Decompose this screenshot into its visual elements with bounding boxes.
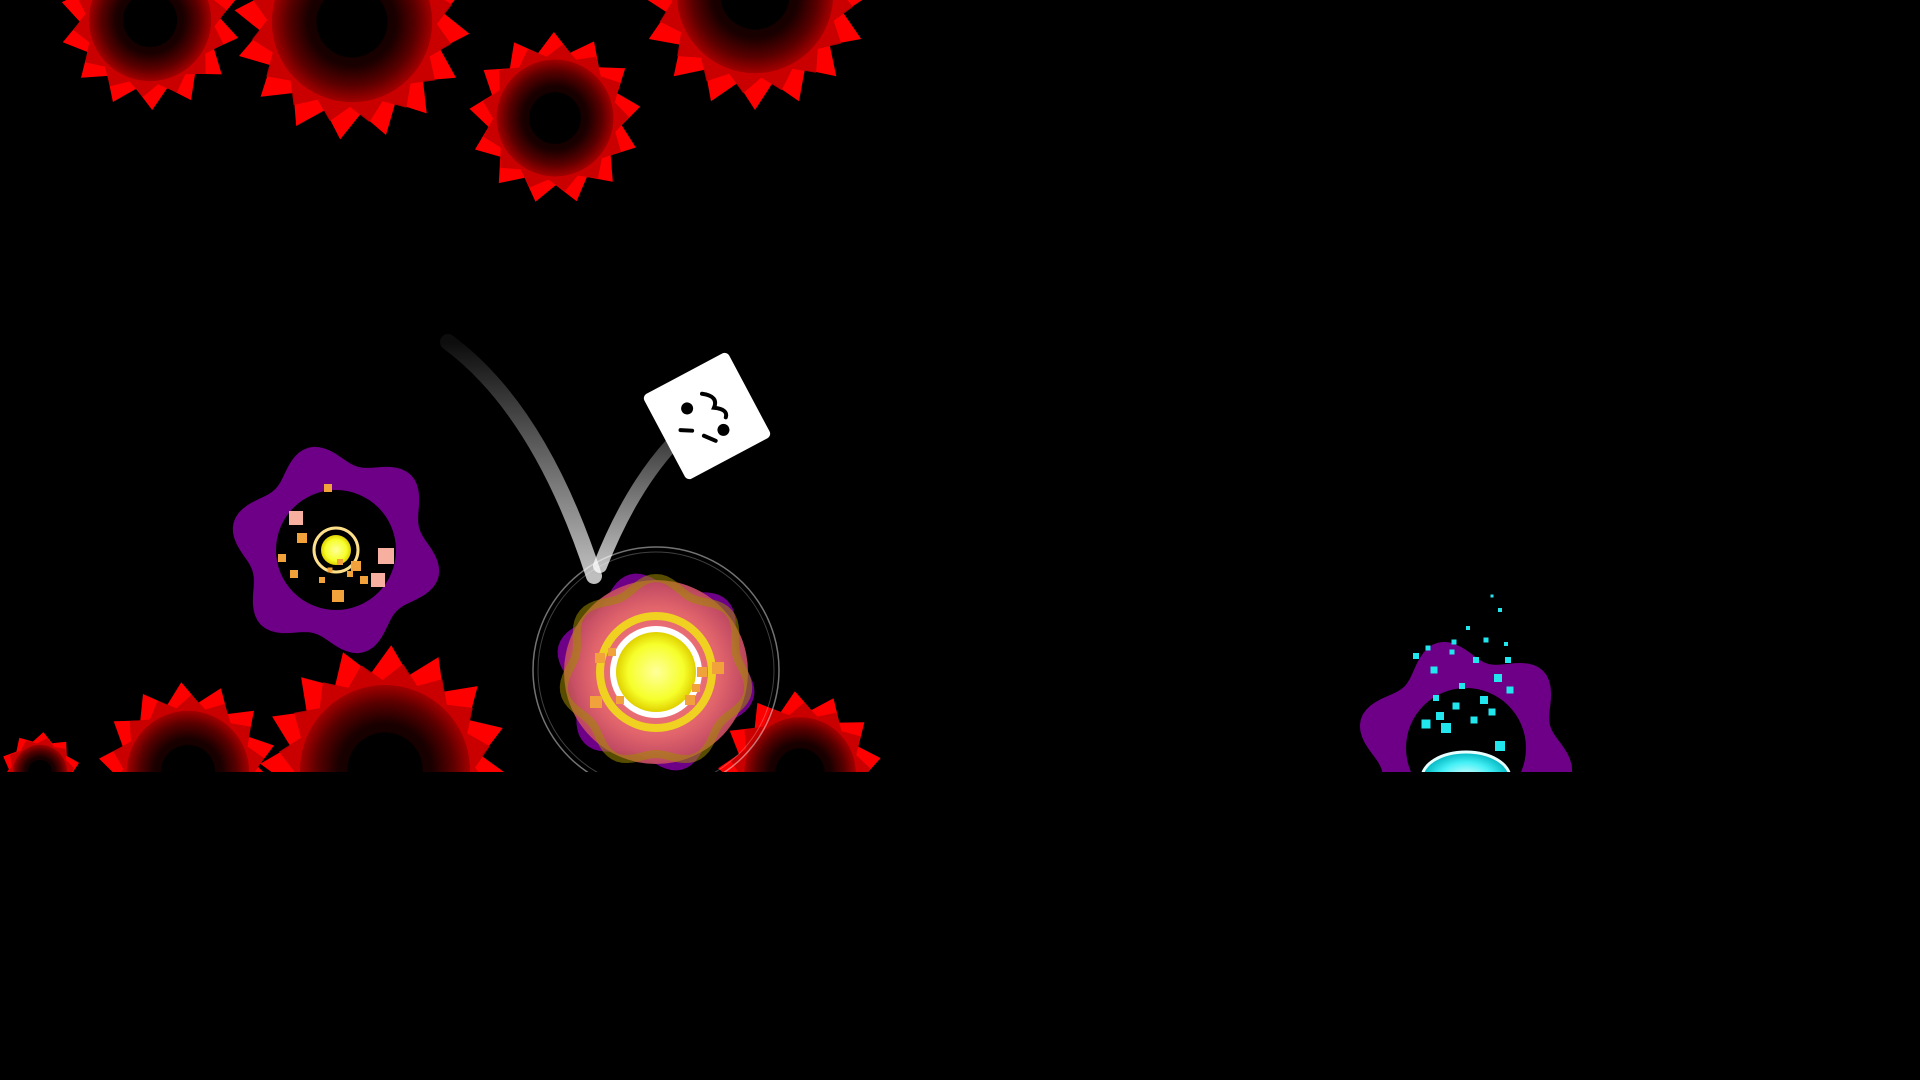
spark-particle (1488, 708, 1496, 716)
saw-blade-hazard-icon (469, 32, 641, 202)
spark-particle (1470, 716, 1478, 724)
spark-particle (692, 684, 700, 692)
spark-particle (608, 648, 616, 656)
spark-particle (1483, 637, 1489, 643)
spark-particle (1436, 712, 1444, 720)
saw-blade-hazard-icon (3, 732, 79, 772)
spark-particle (297, 533, 307, 543)
player-dice-icon (643, 352, 771, 480)
spark-particle (1441, 723, 1451, 733)
spark-particle (378, 548, 394, 564)
spark-particle (1459, 683, 1465, 689)
trail-arc-icon (593, 437, 679, 573)
saw-blade-hazard-icon (61, 0, 239, 110)
saw-blade-hazard-icon (647, 0, 863, 110)
particles-group (278, 484, 1514, 751)
pad-range-ring (532, 546, 780, 772)
spark-particle (324, 484, 332, 492)
player-trails (440, 334, 679, 584)
spark-particle (616, 696, 624, 704)
spark-particle (685, 695, 695, 705)
spark-particle (347, 571, 353, 577)
spark-particle (1473, 657, 1479, 663)
saw-blades-group (3, 0, 881, 772)
spark-particle (712, 662, 724, 674)
active-jump-pad (532, 546, 780, 772)
spark-particle (1498, 608, 1502, 612)
spark-particle (1494, 674, 1502, 682)
spark-particle (1505, 657, 1511, 663)
spark-particle (337, 559, 343, 565)
spark-particle (332, 590, 344, 602)
spark-particle (1452, 702, 1460, 710)
spark-particle (595, 653, 605, 663)
spark-particle (1449, 649, 1455, 655)
saw-blade-hazard-icon (234, 0, 470, 140)
flower-orb-icon (232, 446, 440, 654)
spark-particle (1421, 719, 1431, 729)
spark-particle (319, 577, 325, 583)
spark-particle (1466, 626, 1470, 630)
spark-particle (1480, 696, 1488, 704)
trail-arc-icon (440, 334, 602, 584)
player-cube (643, 352, 771, 480)
spark-particle (1425, 645, 1431, 651)
spark-particle (371, 573, 385, 587)
spark-particle (590, 696, 602, 708)
flower-orbs-group (232, 446, 440, 654)
saw-blade-hazard-icon (99, 682, 274, 772)
spark-particle (351, 561, 361, 571)
exit-portal (1359, 641, 1573, 772)
game-world (3, 0, 1573, 772)
saw-blade-hazard-icon (718, 691, 881, 772)
spark-particle (1413, 653, 1419, 659)
spark-particle (1504, 642, 1508, 646)
portal-core-icon (1423, 752, 1509, 772)
pad-core-icon (616, 632, 696, 712)
spark-particle (1451, 639, 1457, 645)
spark-particle (278, 554, 286, 562)
spark-particle (1430, 666, 1438, 674)
spark-particle (290, 570, 298, 578)
saw-blade-hazard-icon (260, 645, 504, 772)
spark-particle (697, 667, 707, 677)
spark-particle (1433, 695, 1439, 701)
spark-particle (1506, 686, 1514, 694)
spark-particle (360, 576, 368, 584)
spark-particle (327, 567, 333, 573)
spark-particle (289, 511, 303, 525)
spark-particle (1495, 741, 1505, 751)
spark-particle (1490, 594, 1494, 598)
